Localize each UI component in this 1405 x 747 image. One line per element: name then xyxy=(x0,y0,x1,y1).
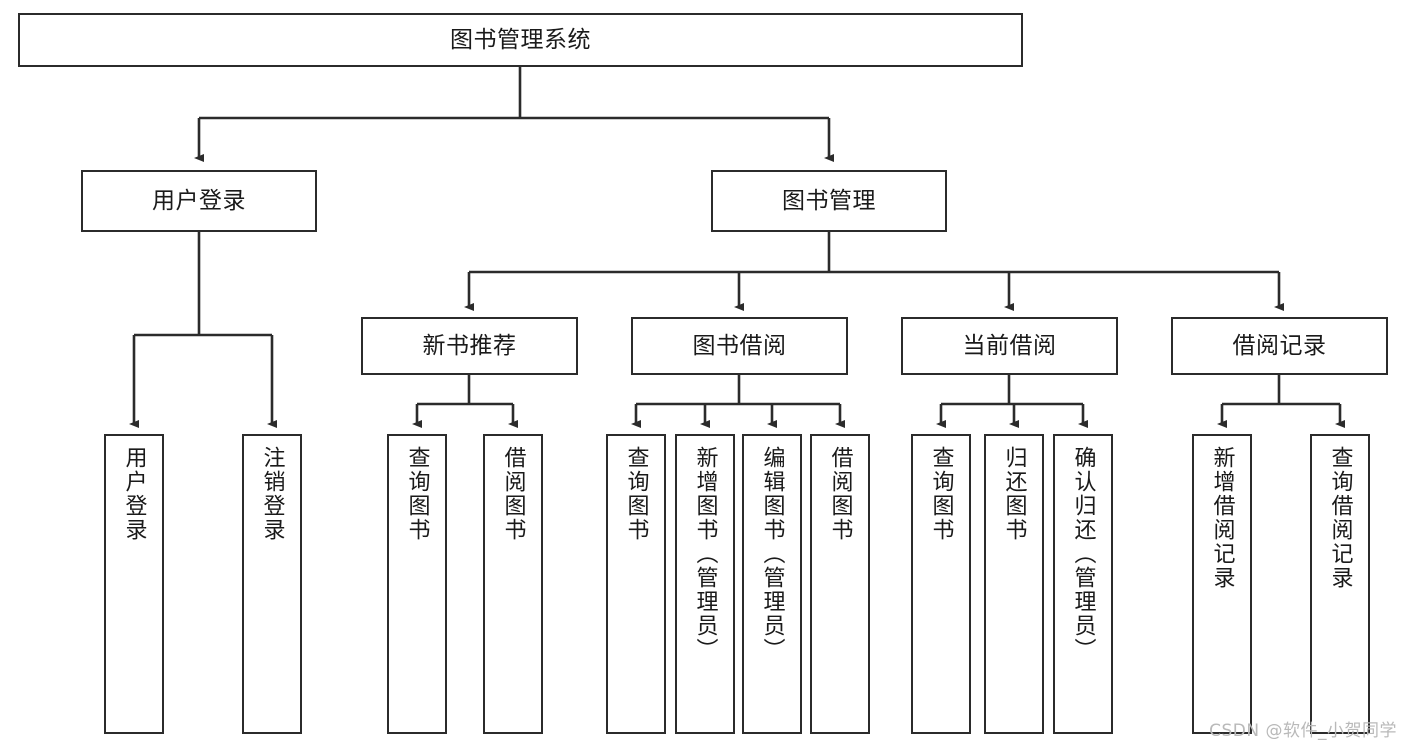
node-leaf-query-book-rec-label: 查询图书 xyxy=(404,446,430,542)
node-current-borrow[interactable]: 当前借阅 xyxy=(901,317,1118,375)
node-current-borrow-label: 当前借阅 xyxy=(962,332,1057,359)
node-borrow-record-label: 借阅记录 xyxy=(1232,332,1327,359)
node-leaf-query-book-cur-label: 查询图书 xyxy=(928,446,954,542)
node-leaf-add-record-label: 新增借阅记录 xyxy=(1209,446,1235,590)
node-leaf-add-book-label: 新增图书（管理员） xyxy=(692,446,718,662)
node-user-login-label: 用户登录 xyxy=(152,187,246,214)
node-root-label: 图书管理系统 xyxy=(450,26,591,53)
node-new-book-recommend-label: 新书推荐 xyxy=(422,332,517,359)
node-leaf-borrow-book-rec-label: 借阅图书 xyxy=(500,446,526,542)
node-leaf-query-book-cur[interactable]: 查询图书 xyxy=(911,434,971,734)
node-leaf-return-book[interactable]: 归还图书 xyxy=(984,434,1044,734)
node-leaf-add-record[interactable]: 新增借阅记录 xyxy=(1192,434,1252,734)
node-leaf-query-book-rec[interactable]: 查询图书 xyxy=(387,434,447,734)
node-leaf-borrow-book-label: 借阅图书 xyxy=(827,446,853,542)
node-leaf-edit-book-label: 编辑图书（管理员） xyxy=(759,446,785,662)
node-book-manage[interactable]: 图书管理 xyxy=(711,170,947,232)
node-leaf-add-book[interactable]: 新增图书（管理员） xyxy=(675,434,735,734)
watermark: CSDN @软件_小贺同学 xyxy=(1209,721,1397,741)
node-leaf-logout-label: 注销登录 xyxy=(259,446,285,542)
node-root[interactable]: 图书管理系统 xyxy=(18,13,1023,67)
node-borrow-record[interactable]: 借阅记录 xyxy=(1171,317,1388,375)
node-leaf-logout[interactable]: 注销登录 xyxy=(242,434,302,734)
node-book-borrow[interactable]: 图书借阅 xyxy=(631,317,848,375)
node-leaf-query-record-label: 查询借阅记录 xyxy=(1327,446,1353,590)
node-book-borrow-label: 图书借阅 xyxy=(692,332,787,359)
node-leaf-borrow-book[interactable]: 借阅图书 xyxy=(810,434,870,734)
node-leaf-query-book[interactable]: 查询图书 xyxy=(606,434,666,734)
node-leaf-query-book-label: 查询图书 xyxy=(623,446,649,542)
node-leaf-edit-book[interactable]: 编辑图书（管理员） xyxy=(742,434,802,734)
node-leaf-return-book-label: 归还图书 xyxy=(1001,446,1027,542)
node-leaf-user-login[interactable]: 用户登录 xyxy=(104,434,164,734)
node-leaf-confirm-return[interactable]: 确认归还（管理员） xyxy=(1053,434,1113,734)
node-leaf-borrow-book-rec[interactable]: 借阅图书 xyxy=(483,434,543,734)
node-leaf-query-record[interactable]: 查询借阅记录 xyxy=(1310,434,1370,734)
node-book-manage-label: 图书管理 xyxy=(782,187,876,214)
node-user-login[interactable]: 用户登录 xyxy=(81,170,317,232)
node-leaf-confirm-return-label: 确认归还（管理员） xyxy=(1070,446,1096,662)
node-new-book-recommend[interactable]: 新书推荐 xyxy=(361,317,578,375)
node-leaf-user-login-label: 用户登录 xyxy=(121,446,147,542)
